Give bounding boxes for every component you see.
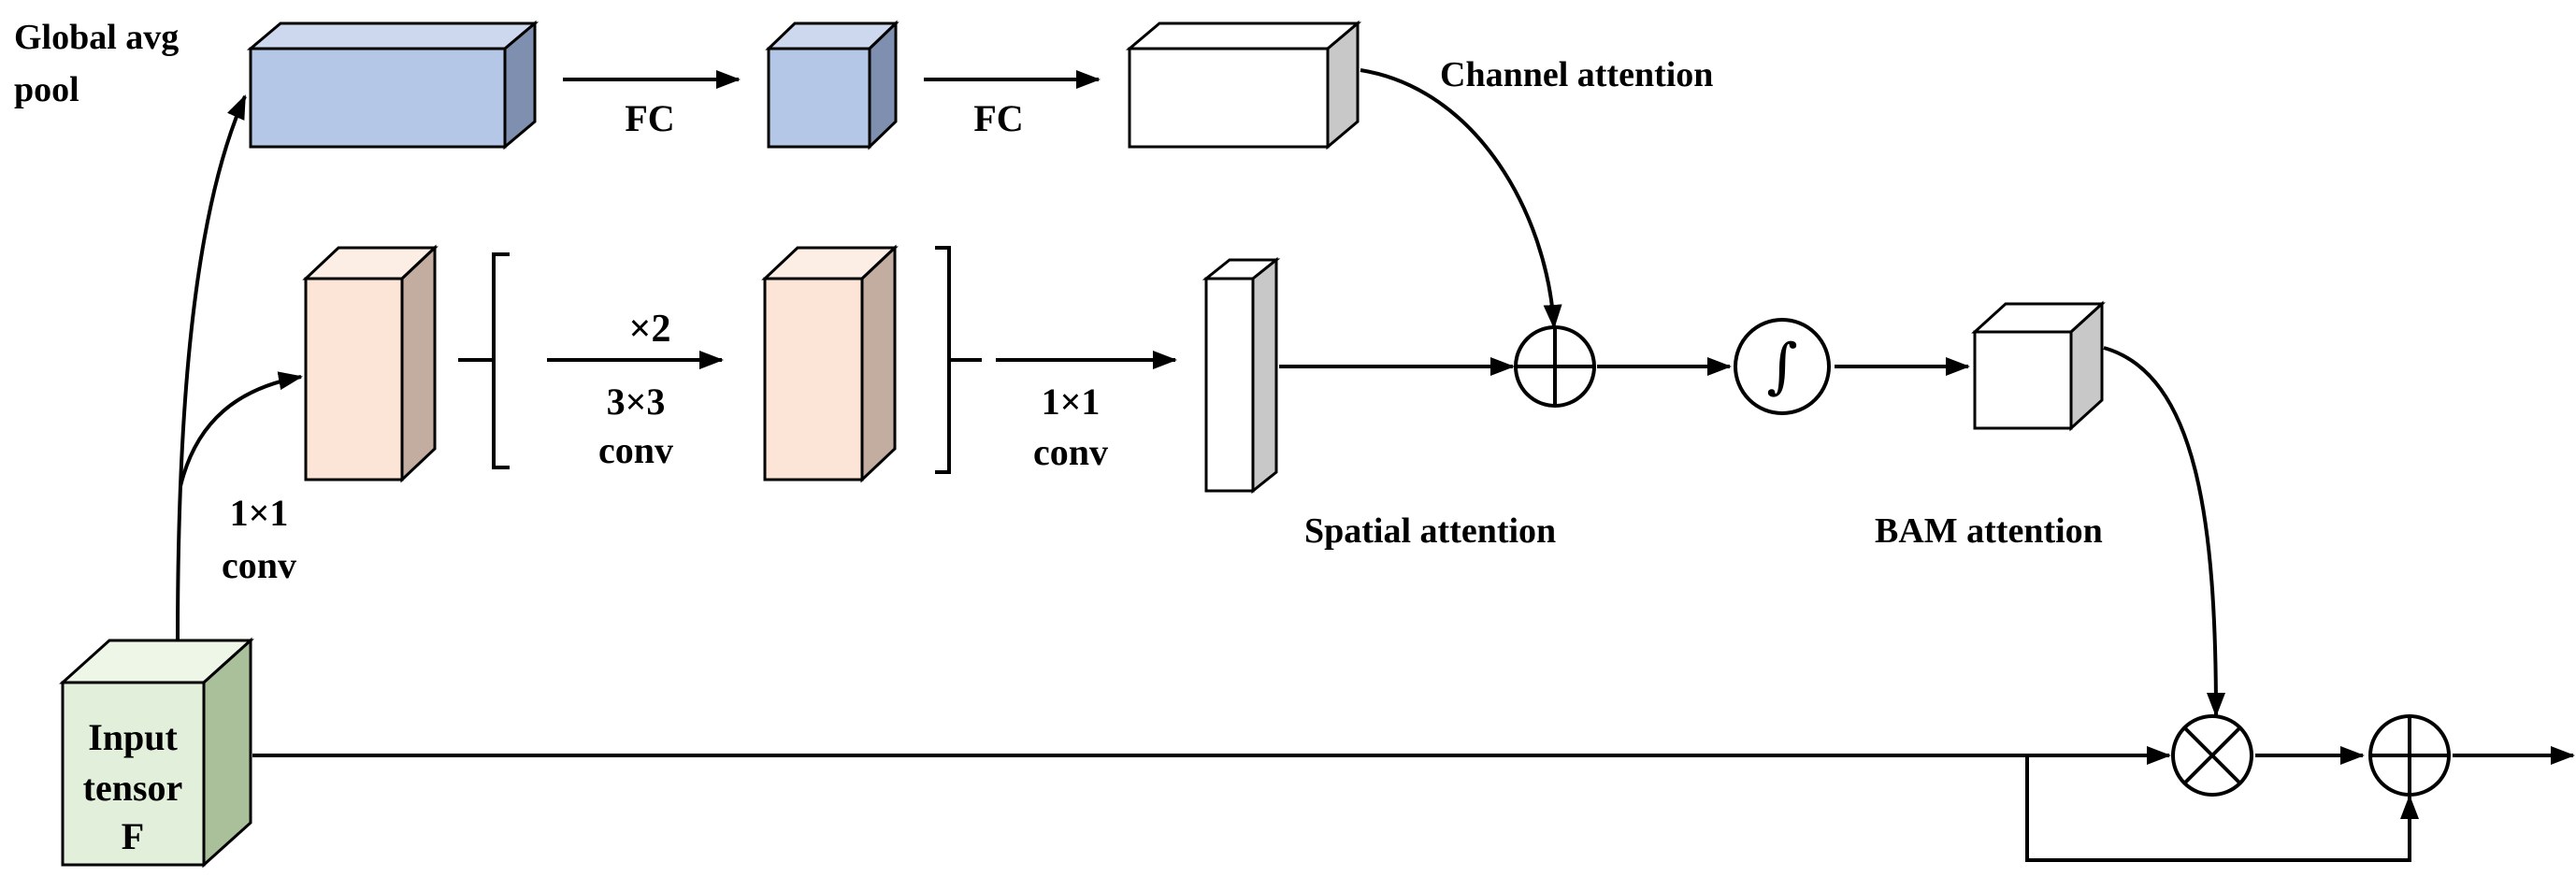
conv3x3-label-line2: conv	[598, 429, 673, 471]
fc-label-1: FC	[625, 97, 674, 139]
arrow-input-to-pool	[176, 94, 247, 641]
conv-feature-box-2	[761, 244, 899, 483]
sigmoid-operator: ∫	[1734, 318, 1831, 415]
times-two-label: ×2	[629, 308, 671, 351]
global-avg-pool-label-line1: Global avg	[14, 18, 179, 57]
arrow-bam-to-multiply	[2103, 346, 2225, 717]
conv3x3-label-line1: 3×3	[607, 381, 666, 423]
sigmoid-symbol: ∫	[1766, 332, 1797, 401]
elementwise-multiply-operator	[2171, 714, 2253, 797]
bam-attention-box	[1971, 300, 2106, 432]
arrow-input-to-conv	[179, 371, 303, 487]
input-tensor-label-line2: tensor	[83, 767, 183, 809]
conv1x1-right-label-line1: 1×1	[1042, 381, 1101, 423]
spatial-attention-label: Spatial attention	[1304, 511, 1556, 551]
skip-connection	[2025, 755, 2419, 862]
conv-feature-box-1	[302, 244, 439, 483]
channel-attention-box	[1125, 20, 1362, 151]
input-tensor-box	[59, 637, 254, 869]
input-tensor-label-line1: Input	[88, 716, 178, 758]
global-avg-pool-label-line2: pool	[14, 70, 79, 109]
fc-label-2: FC	[973, 97, 1023, 139]
conv1x1-left-label-line1: 1×1	[230, 492, 289, 534]
elementwise-sum-operator	[1514, 325, 1596, 408]
bam-attention-label: BAM attention	[1875, 511, 2103, 551]
residual-add-operator	[2368, 714, 2451, 797]
left-bracket	[492, 252, 510, 469]
spatial-attention-box	[1202, 256, 1281, 495]
fc-bottleneck-box	[765, 20, 899, 151]
arrow-channel-to-sum	[1360, 68, 1562, 329]
global-avg-pool-box	[246, 20, 540, 151]
conv1x1-left-label-line2: conv	[222, 544, 296, 586]
conv1x1-right-label-line2: conv	[1033, 431, 1108, 473]
input-tensor-label-line3: F	[122, 815, 144, 857]
channel-attention-label: Channel attention	[1440, 55, 1713, 94]
right-bracket	[935, 246, 951, 474]
